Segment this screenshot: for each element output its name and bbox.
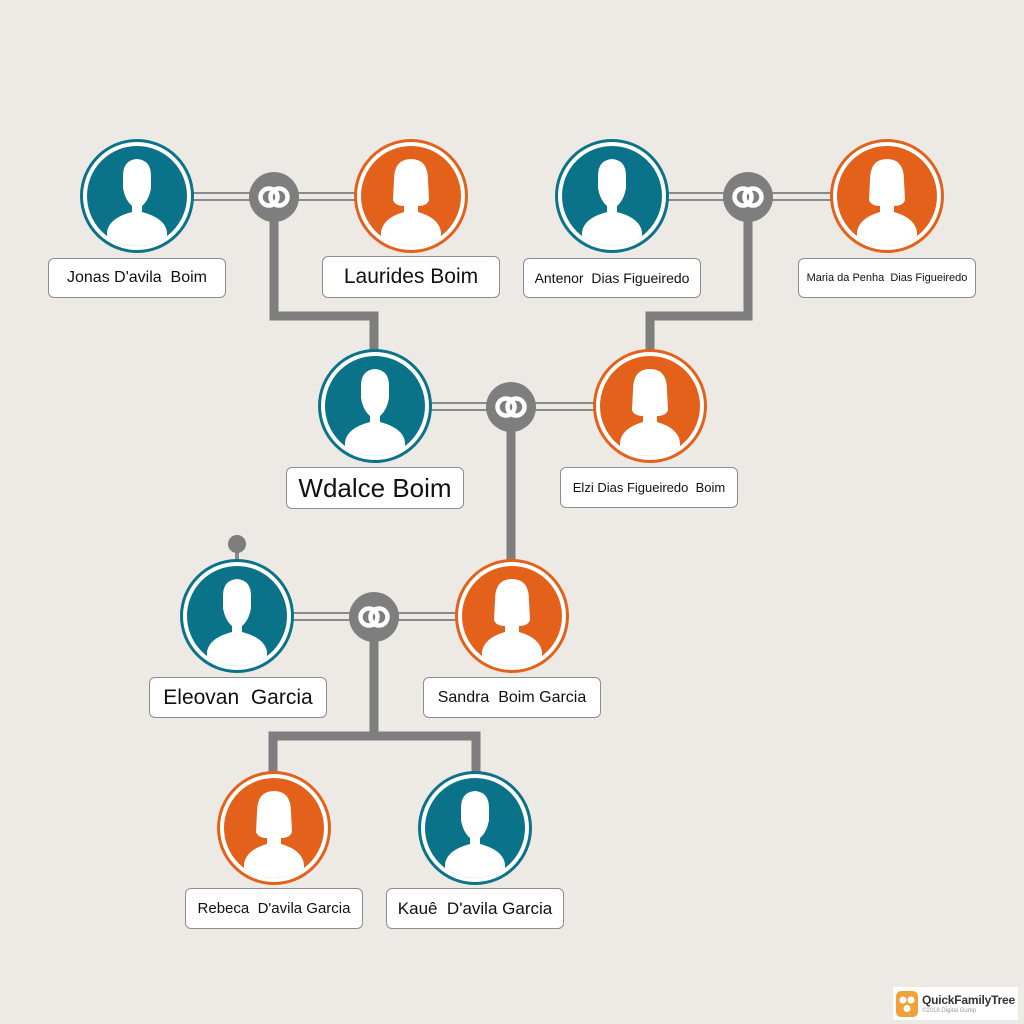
brand-name: QuickFamilyTree [921, 992, 1015, 1007]
union-eleovan-sandra[interactable] [349, 592, 399, 642]
female-person-icon [482, 579, 542, 666]
avatar-maria[interactable] [833, 142, 941, 250]
avatar-antenor[interactable] [558, 142, 666, 250]
avatar-wdalce[interactable] [321, 352, 429, 460]
male-person-icon [445, 791, 505, 878]
family-tree-logo-icon [896, 990, 918, 1017]
name-label-jonas[interactable]: Jonas D'avila Boim [48, 258, 226, 298]
name-label-sandra[interactable]: Sandra Boim Garcia [423, 677, 601, 718]
union-wdalce-elzi[interactable] [486, 382, 536, 432]
link-rings-icon [358, 606, 390, 628]
avatar-laurides[interactable] [357, 142, 465, 250]
female-person-icon [381, 159, 441, 246]
brand-sub: ©2018 Digital Gump [921, 1007, 977, 1014]
union-antenor-maria[interactable] [723, 172, 773, 222]
name-label-maria[interactable]: Maria da Penha Dias Figueiredo [798, 258, 976, 298]
name-label-eleovan[interactable]: Eleovan Garcia [149, 677, 327, 718]
drag-handle[interactable] [228, 535, 246, 553]
name-label-wdalce[interactable]: Wdalce Boim [286, 467, 464, 509]
link-rings-icon [495, 396, 527, 418]
female-person-icon [244, 791, 304, 878]
female-person-icon [857, 159, 917, 246]
name-label-elzi[interactable]: Elzi Dias Figueiredo Boim [560, 467, 738, 508]
name-label-kaue[interactable]: Kauê D'avila Garcia [386, 888, 564, 929]
link-rings-icon [732, 186, 764, 208]
name-label-antenor[interactable]: Antenor Dias Figueiredo [523, 258, 701, 298]
avatar-sandra[interactable] [458, 562, 566, 670]
union-jonas-laurides[interactable] [249, 172, 299, 222]
female-person-icon [620, 369, 680, 456]
avatar-jonas[interactable] [83, 142, 191, 250]
avatar-eleovan[interactable] [183, 562, 291, 670]
male-person-icon [345, 369, 405, 456]
name-label-rebeca[interactable]: Rebeca D'avila Garcia [185, 888, 363, 929]
male-person-icon [107, 159, 167, 246]
avatar-elzi[interactable] [596, 352, 704, 460]
name-label-laurides[interactable]: Laurides Boim [322, 256, 500, 298]
male-person-icon [582, 159, 642, 246]
avatar-rebeca[interactable] [220, 774, 328, 882]
link-rings-icon [258, 186, 290, 208]
male-person-icon [207, 579, 267, 666]
avatar-kaue[interactable] [421, 774, 529, 882]
brand-logo: QuickFamilyTree ©2018 Digital Gump [893, 987, 1018, 1020]
